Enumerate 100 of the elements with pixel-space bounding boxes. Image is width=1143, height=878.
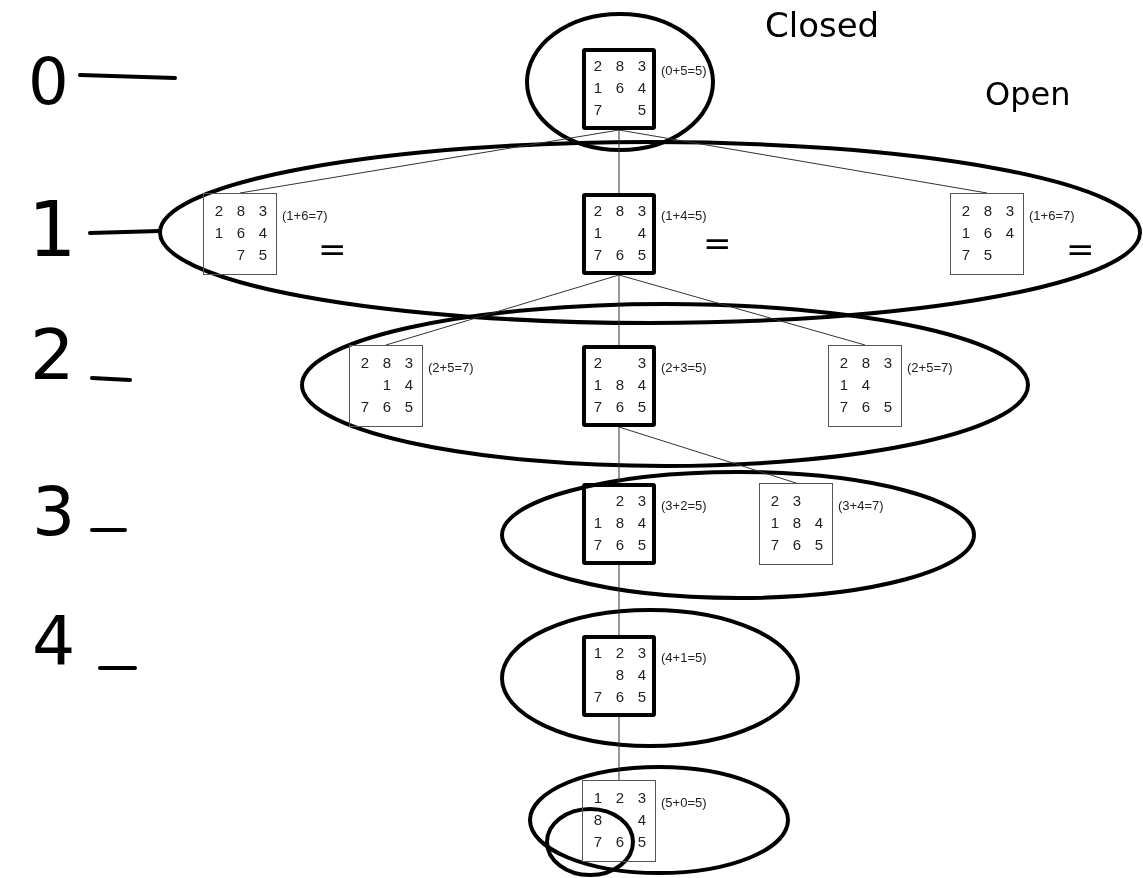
tile-number: 3 bbox=[257, 202, 269, 220]
tile-number: 3 bbox=[636, 492, 648, 510]
tile-number: 2 bbox=[614, 789, 626, 807]
tile-number: 1 bbox=[592, 644, 604, 662]
tile-number: 6 bbox=[614, 688, 626, 706]
tile-number: 4 bbox=[636, 376, 648, 394]
equal-mark: = bbox=[703, 226, 732, 260]
tree-edge bbox=[618, 564, 620, 636]
tile-number: 1 bbox=[592, 376, 604, 394]
tile-number: 6 bbox=[982, 224, 994, 242]
tile-number: 1 bbox=[592, 789, 604, 807]
tile-number: 3 bbox=[636, 789, 648, 807]
tile-number: 2 bbox=[592, 354, 604, 372]
tile-number: 6 bbox=[614, 79, 626, 97]
tile-number: 4 bbox=[813, 514, 825, 532]
tile-number: 7 bbox=[592, 536, 604, 554]
tile-number: 1 bbox=[838, 376, 850, 394]
tile-number: 7 bbox=[592, 246, 604, 264]
tile-number: 5 bbox=[636, 246, 648, 264]
tile-number: 1 bbox=[592, 79, 604, 97]
tile-number: 8 bbox=[235, 202, 247, 220]
cost-label: (3+4=7) bbox=[838, 498, 884, 514]
tile-number: 7 bbox=[592, 833, 604, 851]
set-label: Open bbox=[985, 78, 1071, 110]
tile-number: 8 bbox=[982, 202, 994, 220]
tile-number: 4 bbox=[636, 514, 648, 532]
tile-number: 4 bbox=[636, 811, 648, 829]
tile-number: 6 bbox=[614, 833, 626, 851]
tile-number: 7 bbox=[359, 398, 371, 416]
tile-number: 3 bbox=[403, 354, 415, 372]
tile-number: 2 bbox=[960, 202, 972, 220]
tile-number: 8 bbox=[860, 354, 872, 372]
tile-number: 2 bbox=[592, 202, 604, 220]
tile-number: 7 bbox=[592, 101, 604, 119]
tile-number: 3 bbox=[636, 202, 648, 220]
level-number: 0 bbox=[28, 50, 69, 114]
tile-number: 5 bbox=[636, 833, 648, 851]
tile-number: 5 bbox=[403, 398, 415, 416]
tile-number: 5 bbox=[636, 536, 648, 554]
equal-mark: = bbox=[1066, 232, 1095, 266]
tile-number: 5 bbox=[982, 246, 994, 264]
tile-number: 1 bbox=[213, 224, 225, 242]
tile-number: 7 bbox=[592, 688, 604, 706]
tree-edge bbox=[618, 274, 620, 346]
tile-number: 8 bbox=[614, 202, 626, 220]
tile-number: 7 bbox=[235, 246, 247, 264]
tile-number: 5 bbox=[636, 101, 648, 119]
tile-number: 6 bbox=[614, 246, 626, 264]
tile-number: 8 bbox=[614, 666, 626, 684]
equal-mark: = bbox=[318, 232, 347, 266]
cost-label: (2+5=7) bbox=[428, 360, 474, 376]
tile-number: 5 bbox=[636, 398, 648, 416]
tile-number: 8 bbox=[791, 514, 803, 532]
tile-number: 7 bbox=[769, 536, 781, 554]
tile-number: 4 bbox=[257, 224, 269, 242]
tile-number: 8 bbox=[592, 811, 604, 829]
tile-number: 1 bbox=[381, 376, 393, 394]
level-number: 3 bbox=[32, 478, 76, 546]
cost-label: (3+2=5) bbox=[661, 498, 707, 514]
tile-number: 3 bbox=[636, 644, 648, 662]
tile-number: 7 bbox=[838, 398, 850, 416]
tile-number: 6 bbox=[235, 224, 247, 242]
cost-label: (0+5=5) bbox=[661, 63, 707, 79]
tile-number: 7 bbox=[960, 246, 972, 264]
tree-edge bbox=[618, 716, 620, 781]
tree-edge bbox=[618, 129, 988, 194]
tile-number: 2 bbox=[592, 57, 604, 75]
tree-edge bbox=[618, 274, 866, 346]
cost-label: (2+3=5) bbox=[661, 360, 707, 376]
tile-number: 1 bbox=[769, 514, 781, 532]
tile-number: 5 bbox=[882, 398, 894, 416]
tile-number: 6 bbox=[614, 398, 626, 416]
tile-number: 4 bbox=[860, 376, 872, 394]
cost-label: (1+6=7) bbox=[1029, 208, 1075, 224]
cost-label: (5+0=5) bbox=[661, 795, 707, 811]
tile-number: 2 bbox=[614, 644, 626, 662]
tile-number: 2 bbox=[769, 492, 781, 510]
tile-number: 2 bbox=[359, 354, 371, 372]
tile-number: 8 bbox=[614, 57, 626, 75]
tile-number: 4 bbox=[636, 224, 648, 242]
cost-label: (1+6=7) bbox=[282, 208, 328, 224]
tile-number: 1 bbox=[960, 224, 972, 242]
tile-number: 4 bbox=[403, 376, 415, 394]
tile-number: 2 bbox=[213, 202, 225, 220]
tile-number: 3 bbox=[882, 354, 894, 372]
tile-number: 1 bbox=[592, 224, 604, 242]
tile-number: 3 bbox=[636, 57, 648, 75]
tile-number: 8 bbox=[614, 514, 626, 532]
tree-edge bbox=[618, 426, 620, 484]
set-label: Closed bbox=[765, 8, 880, 42]
tile-number: 4 bbox=[1004, 224, 1016, 242]
tile-number: 3 bbox=[636, 354, 648, 372]
tile-number: 7 bbox=[592, 398, 604, 416]
tile-number: 5 bbox=[636, 688, 648, 706]
tile-number: 3 bbox=[791, 492, 803, 510]
tile-number: 6 bbox=[381, 398, 393, 416]
cost-label: (4+1=5) bbox=[661, 650, 707, 666]
level-number: 1 bbox=[28, 192, 77, 268]
cost-label: (2+5=7) bbox=[907, 360, 953, 376]
tile-number: 8 bbox=[381, 354, 393, 372]
